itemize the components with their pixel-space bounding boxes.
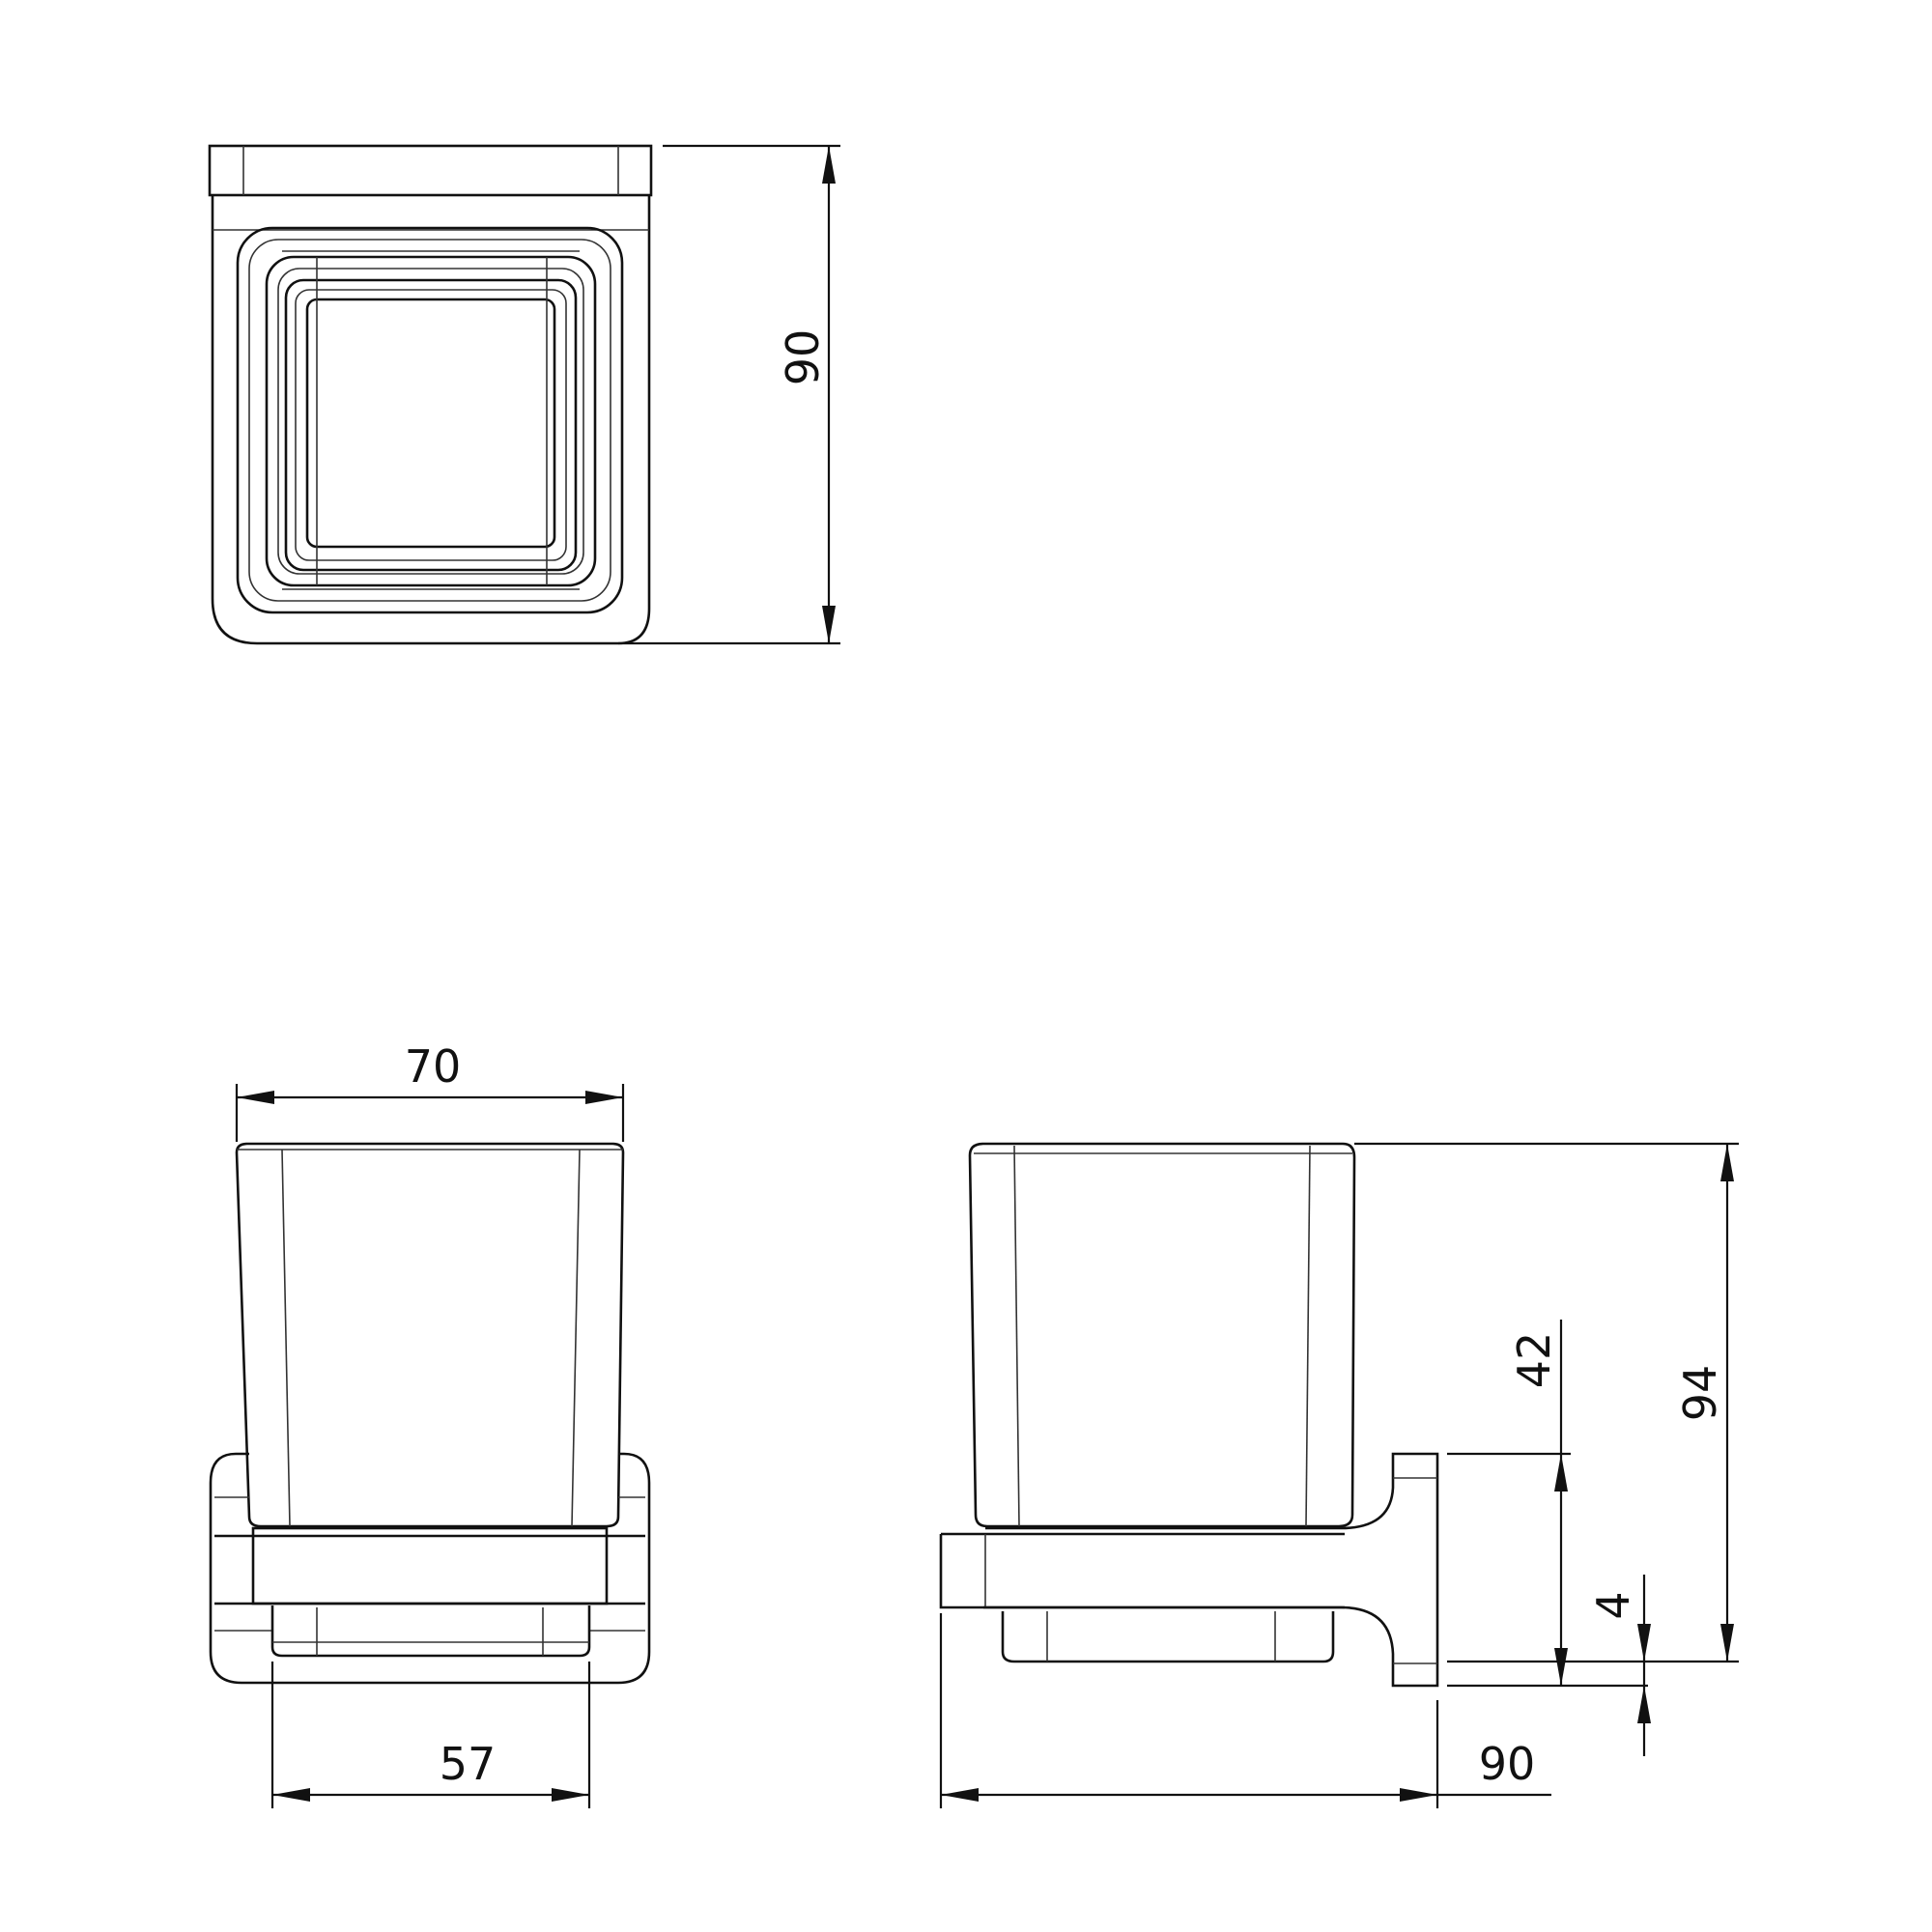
side-total-height-label: 94: [1674, 1365, 1726, 1422]
side-view: 90 94 42 4: [939, 1142, 1739, 1808]
side-projection-label: 90: [1479, 1738, 1536, 1790]
front-base-width-label: 57: [440, 1738, 497, 1790]
top-depth-label: 90: [777, 329, 829, 386]
top-view: 90: [208, 144, 840, 645]
side-bracket-height-label: 42: [1508, 1332, 1560, 1389]
side-bracket-offset-label: 4: [1587, 1591, 1639, 1619]
front-view: 70 57: [209, 1040, 651, 1808]
front-cup-width-label: 70: [405, 1040, 462, 1093]
